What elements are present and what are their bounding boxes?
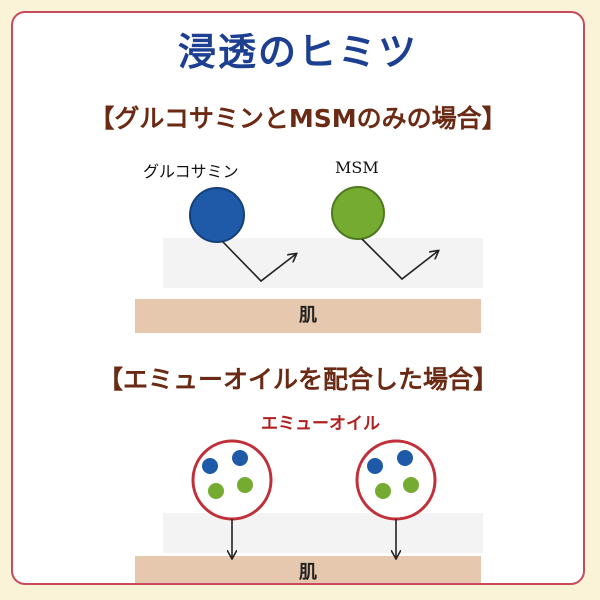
- msm-molecule: [331, 186, 385, 240]
- page-title: 浸透のヒミツ: [177, 30, 418, 74]
- msm-molecule: [403, 477, 419, 493]
- skin-label: 肌: [299, 562, 317, 583]
- msm-label: MSM: [335, 158, 379, 177]
- skin-layer: 肌: [135, 556, 481, 583]
- skin-layer: 肌: [135, 299, 481, 333]
- glucosamine-label: グルコサミン: [143, 162, 239, 181]
- msm-molecule: [208, 483, 224, 499]
- msm-molecule: [237, 477, 253, 493]
- emu-oil-label: エミューオイル: [261, 414, 380, 434]
- glucosamine-molecule: [202, 458, 218, 474]
- faint-background: [163, 513, 483, 553]
- bounce-arrow: [222, 241, 296, 283]
- diagram-svg: [189, 186, 585, 585]
- emu-oil-capsule: [355, 439, 437, 521]
- glucosamine-molecule: [397, 450, 413, 466]
- bounce-arrow: [361, 238, 438, 281]
- card-frame: 浸透のヒミツ 【グルコサミンとMSMのみの場合】 グルコサミン MSM 肌 【エ…: [11, 11, 585, 585]
- emu-oil-capsule: [191, 439, 273, 521]
- skin-label: 肌: [299, 305, 317, 326]
- glucosamine-molecule: [189, 187, 245, 243]
- msm-molecule: [375, 483, 391, 499]
- glucosamine-molecule: [232, 450, 248, 466]
- section-heading-with-emu: 【エミューオイルを配合した場合】: [97, 365, 498, 394]
- section-heading-without-emu: 【グルコサミンとMSMのみの場合】: [89, 104, 507, 133]
- glucosamine-molecule: [367, 458, 383, 474]
- faint-background: [163, 238, 483, 288]
